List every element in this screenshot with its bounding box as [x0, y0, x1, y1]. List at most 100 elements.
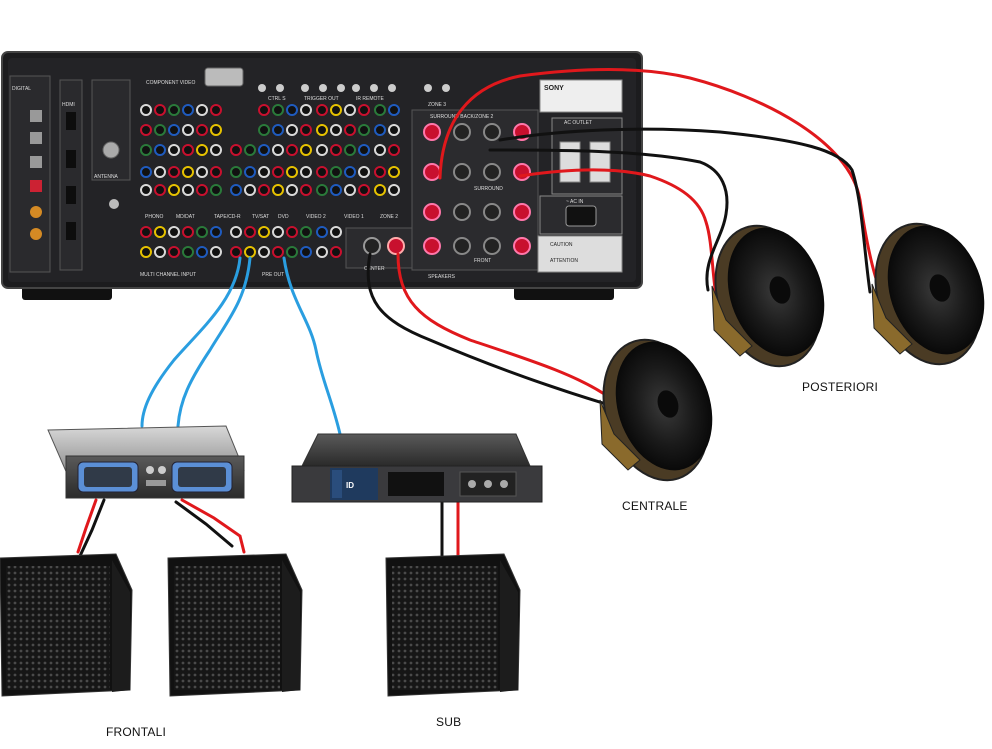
label-zone3: ZONE 3	[428, 102, 446, 108]
front-right-grille	[174, 566, 280, 690]
rca-jack	[244, 166, 256, 178]
label-speakers: SPEAKERS	[428, 274, 456, 280]
wire-rear-left-negative	[488, 148, 729, 292]
rca-jack	[388, 144, 400, 156]
rca-jack	[258, 124, 270, 136]
label-ctrl-s: CTRL S	[268, 96, 286, 102]
rca-jack	[388, 184, 400, 196]
model-label-plate	[539, 79, 623, 113]
rca-jack	[168, 124, 180, 136]
rca-jack	[344, 124, 356, 136]
rca-jack	[344, 166, 356, 178]
cable-pre-out-front-right	[176, 256, 252, 428]
label-multi-channel: MULTI CHANNEL INPUT	[140, 272, 196, 278]
rca-jack	[316, 184, 328, 196]
front-amplifier	[47, 425, 245, 499]
rca-jack	[286, 166, 298, 178]
label-phono: PHONO	[145, 214, 163, 220]
rca-jack	[316, 246, 328, 258]
rca-jack	[286, 144, 298, 156]
wire-amp-front-right-negative	[174, 500, 234, 548]
rca-jack	[330, 166, 342, 178]
rca-jack	[258, 104, 270, 116]
label-caution: CAUTION	[550, 242, 573, 248]
rca-jack	[358, 166, 370, 178]
caution-label	[537, 235, 623, 273]
rca-jack	[230, 184, 242, 196]
rca-jack	[358, 144, 370, 156]
rca-jack	[196, 246, 208, 258]
front-left-grille	[6, 566, 110, 690]
rca-jack	[154, 144, 166, 156]
rca-jack	[140, 124, 152, 136]
label-md-dat: MD/DAT	[176, 214, 195, 220]
rca-jack	[374, 124, 386, 136]
ac-outlet-1	[559, 141, 581, 183]
rca-jack	[272, 184, 284, 196]
rca-jack	[210, 184, 222, 196]
rear-speaker-right	[871, 222, 985, 366]
hdmi-ports	[59, 79, 83, 271]
rca-jack	[230, 144, 242, 156]
rca-jack	[196, 184, 208, 196]
speaker-terminal-negative	[453, 203, 471, 221]
rca-jack	[272, 166, 284, 178]
rca-jack	[154, 124, 166, 136]
speaker-terminal-negative	[453, 123, 471, 141]
rca-jack	[344, 144, 356, 156]
rca-jack	[330, 124, 342, 136]
rca-jack	[344, 184, 356, 196]
rca-jack	[182, 226, 194, 238]
digital-input-panel	[9, 75, 51, 273]
rca-jack	[182, 104, 194, 116]
wire-amp-front-right-positive	[180, 498, 246, 554]
rca-jack	[316, 144, 328, 156]
rca-jack	[330, 104, 342, 116]
wire-amp-front-left-negative	[78, 498, 106, 558]
wire-center-positive	[396, 252, 612, 400]
rca-jack	[316, 166, 328, 178]
rca-jack	[140, 184, 152, 196]
wire-center-negative	[366, 252, 608, 406]
rca-jack	[272, 104, 284, 116]
label-tv-sat: TV/SAT	[252, 214, 269, 220]
sub-amplifier: ID	[291, 433, 543, 503]
rca-jack	[388, 124, 400, 136]
rca-jack	[168, 104, 180, 116]
receiver-foot-left	[22, 286, 112, 300]
label-ac-in: ~ AC IN	[566, 199, 584, 205]
rca-jack	[168, 226, 180, 238]
rca-jack	[286, 124, 298, 136]
label-dvd: DVD	[278, 214, 289, 220]
rca-jack	[154, 166, 166, 178]
rca-jack	[154, 246, 166, 258]
cable-pre-out-front-left	[140, 256, 242, 428]
rca-jack	[300, 144, 312, 156]
speaker-terminal-positive	[423, 237, 441, 255]
rca-jack	[140, 144, 152, 156]
label-front: FRONT	[474, 258, 491, 264]
rca-jack	[154, 104, 166, 116]
rca-jack	[374, 184, 386, 196]
speaker-terminal-positive	[423, 203, 441, 221]
rca-jack	[272, 144, 284, 156]
wire-amp-front-left-positive	[76, 498, 98, 554]
rca-jack	[210, 246, 222, 258]
center-terminal-positive	[387, 237, 405, 255]
rca-jack	[388, 166, 400, 178]
rca-jack	[182, 144, 194, 156]
rear-speaker-left	[711, 224, 825, 368]
center-speaker	[599, 338, 713, 482]
rca-jack	[316, 104, 328, 116]
rca-jack	[140, 166, 152, 178]
rca-jack	[286, 226, 298, 238]
rca-jack	[286, 184, 298, 196]
label-brand: SONY	[544, 85, 564, 92]
label-ir-remote: IR REMOTE	[356, 96, 384, 102]
rca-jack	[258, 166, 270, 178]
rca-jack	[210, 226, 222, 238]
label-subwoofer: SUB	[436, 715, 462, 729]
rca-jack	[168, 166, 180, 178]
label-center-speaker: CENTRALE	[622, 499, 688, 513]
